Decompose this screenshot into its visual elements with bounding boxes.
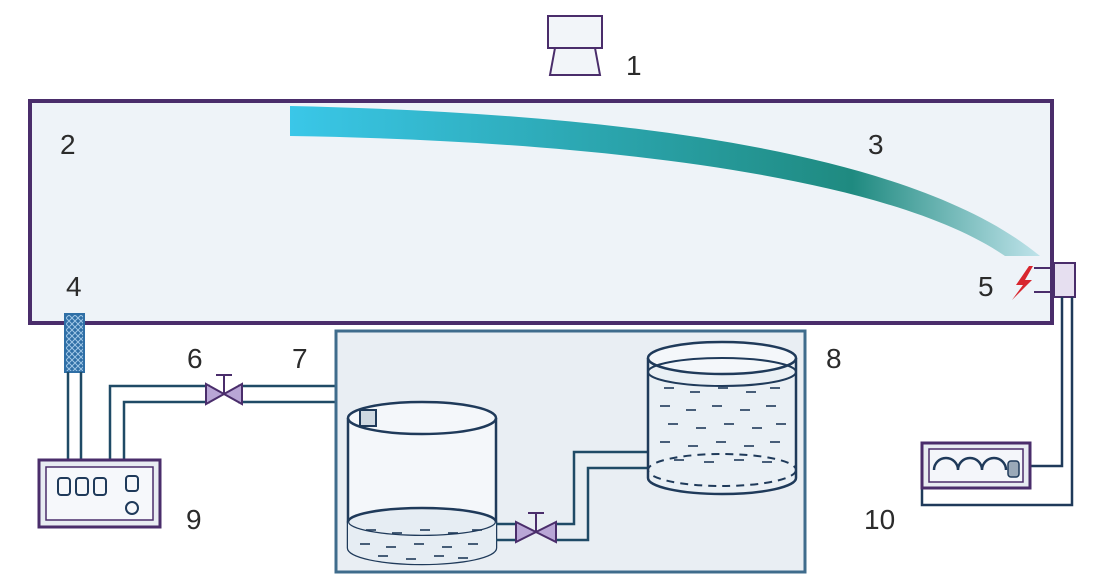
right-tank [646, 340, 798, 496]
control-panel-icon [37, 458, 162, 529]
supply-pipes [66, 372, 377, 460]
tank-pipes [496, 450, 648, 542]
coil-icon [920, 441, 1032, 490]
valve-icon [205, 374, 243, 406]
label-6: 6 [187, 343, 203, 374]
valve-icon [515, 512, 557, 544]
label-9: 9 [186, 504, 202, 535]
label-10: 10 [864, 504, 895, 535]
camera-icon [547, 15, 603, 76]
liquid-jet [290, 106, 1040, 256]
label-1: 1 [626, 50, 642, 81]
ignition-electrode-box [1034, 262, 1076, 298]
filter-icon [64, 313, 85, 373]
label-2: 2 [60, 129, 76, 160]
label-3: 3 [868, 129, 884, 160]
label-5: 5 [978, 271, 994, 302]
label-4: 4 [66, 271, 82, 302]
spark-icon [1012, 266, 1033, 300]
label-7: 7 [292, 343, 308, 374]
left-tank [346, 400, 498, 566]
wires-to-power-source [920, 297, 1074, 507]
label-8: 8 [826, 343, 842, 374]
